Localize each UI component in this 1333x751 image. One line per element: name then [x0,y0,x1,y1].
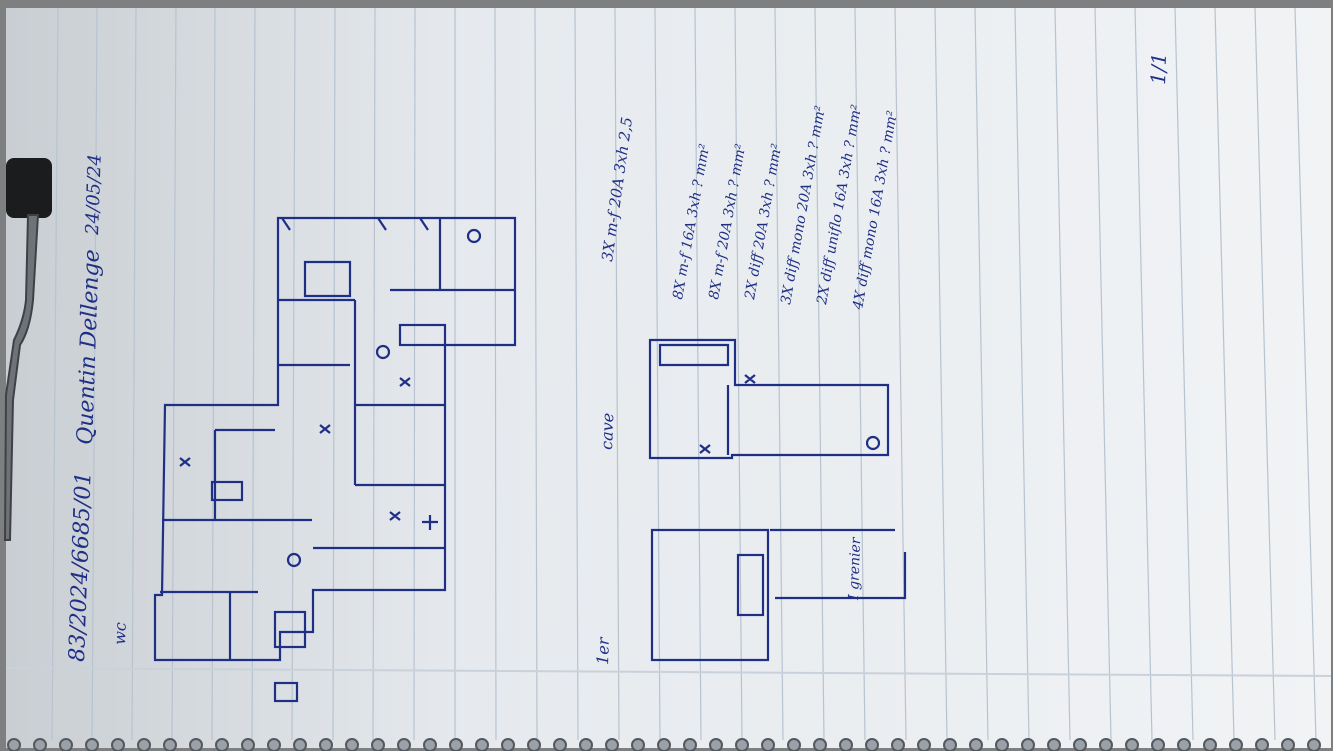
cave-label: cave [597,412,617,450]
ruled-lines [51,7,1317,741]
pen [3,158,52,541]
floor-plan-sketch [153,216,907,703]
ring-binding [7,738,1321,751]
floor-label: 1er [593,636,613,665]
wc-label: wc [110,622,130,645]
attic-label: I grenier [846,536,864,601]
notebook-page [6,8,1331,748]
page-number: 1/1 [1146,52,1171,85]
page-edge-line [5,667,1332,677]
date: 24/05/24 [82,154,106,237]
